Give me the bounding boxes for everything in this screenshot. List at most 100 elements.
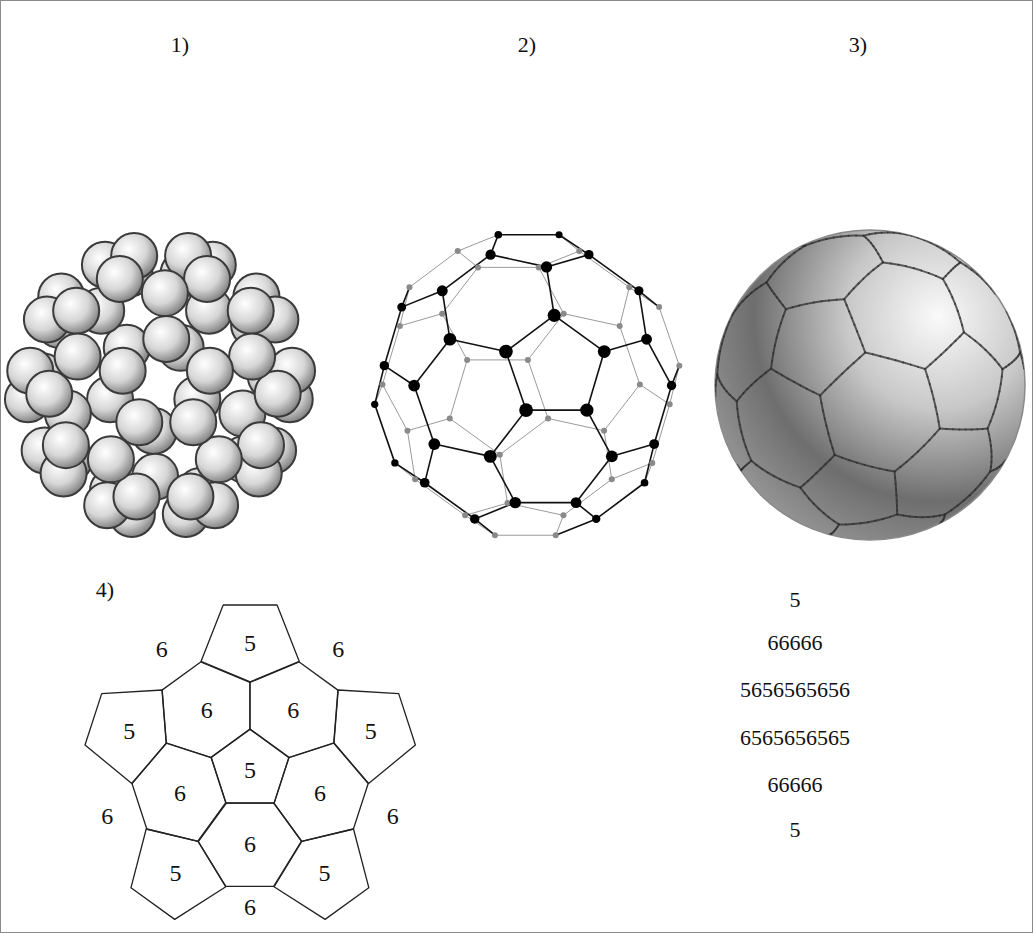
atom-sphere bbox=[26, 371, 72, 417]
sequence-row: 5 bbox=[790, 819, 801, 841]
seam bbox=[977, 274, 982, 279]
seam bbox=[1006, 311, 1009, 318]
atom bbox=[494, 231, 502, 239]
seam bbox=[1010, 318, 1013, 325]
seam bbox=[936, 355, 941, 360]
atom bbox=[397, 303, 406, 312]
seam bbox=[812, 241, 819, 243]
atom bbox=[464, 357, 470, 363]
seam bbox=[771, 271, 775, 276]
seam bbox=[958, 311, 960, 318]
atom bbox=[437, 285, 448, 296]
seam bbox=[1001, 369, 1004, 376]
seam bbox=[927, 376, 929, 383]
bond bbox=[528, 314, 564, 360]
bond bbox=[414, 386, 434, 445]
atom bbox=[470, 514, 479, 523]
face-edge bbox=[201, 605, 299, 682]
seam bbox=[1022, 363, 1025, 368]
bond bbox=[620, 287, 630, 326]
atom bbox=[455, 248, 461, 254]
seam bbox=[821, 299, 829, 302]
face-number: 6 bbox=[156, 637, 168, 661]
seam bbox=[937, 246, 943, 250]
face-number: 5 bbox=[319, 861, 331, 885]
seam bbox=[716, 375, 717, 380]
bond bbox=[498, 234, 559, 236]
hexagon-face: 6 bbox=[130, 741, 228, 843]
bond bbox=[547, 267, 555, 315]
seam bbox=[918, 367, 925, 369]
atom bbox=[634, 286, 643, 295]
seam bbox=[993, 407, 995, 414]
bond bbox=[458, 251, 478, 267]
seam bbox=[998, 392, 1000, 400]
hexagon-face: 6 bbox=[272, 741, 370, 843]
seam bbox=[955, 258, 960, 262]
seam bbox=[726, 322, 729, 329]
seam bbox=[860, 338, 863, 345]
atom bbox=[592, 515, 600, 523]
seam bbox=[924, 440, 930, 446]
atom bbox=[617, 323, 623, 329]
atom bbox=[676, 363, 682, 369]
atom-sphere bbox=[142, 270, 188, 316]
seam bbox=[825, 385, 830, 390]
seam bbox=[906, 457, 912, 462]
sequence-row: 5 bbox=[790, 589, 801, 611]
seam bbox=[807, 389, 814, 392]
seam bbox=[970, 490, 976, 496]
seam bbox=[749, 461, 751, 463]
seam bbox=[775, 266, 780, 271]
seam bbox=[756, 465, 761, 469]
bond bbox=[382, 384, 407, 430]
bond bbox=[478, 267, 539, 268]
seam bbox=[988, 421, 991, 428]
bond bbox=[639, 291, 647, 339]
seam bbox=[800, 385, 806, 388]
face-number: 6 bbox=[244, 895, 256, 919]
atom bbox=[499, 345, 513, 359]
atom bbox=[548, 309, 561, 322]
seam bbox=[918, 446, 924, 452]
bond bbox=[450, 360, 467, 419]
bond bbox=[384, 307, 401, 366]
bond bbox=[402, 291, 443, 307]
atom bbox=[397, 323, 403, 329]
seam bbox=[779, 261, 784, 266]
seam bbox=[819, 239, 826, 241]
atom-sphere bbox=[187, 348, 233, 394]
seam bbox=[911, 365, 918, 367]
seam bbox=[896, 360, 904, 362]
atom bbox=[380, 361, 389, 370]
atom bbox=[536, 264, 542, 270]
panel-number: 1) bbox=[171, 34, 189, 56]
bond bbox=[425, 444, 435, 483]
seam bbox=[819, 509, 824, 514]
face-edge bbox=[131, 829, 226, 919]
seam bbox=[834, 521, 839, 524]
atom bbox=[545, 415, 551, 421]
bond bbox=[654, 386, 671, 445]
seam bbox=[813, 392, 820, 395]
atom bbox=[606, 450, 618, 462]
face-number: 6 bbox=[314, 781, 326, 805]
seam bbox=[940, 522, 941, 523]
atom bbox=[561, 311, 567, 317]
atom bbox=[492, 532, 498, 538]
atom bbox=[556, 231, 563, 238]
seam bbox=[736, 401, 739, 409]
seam bbox=[981, 345, 986, 350]
bond bbox=[652, 404, 669, 463]
atom bbox=[525, 357, 531, 363]
seam bbox=[779, 323, 781, 330]
seam bbox=[921, 271, 928, 274]
face-number: 6 bbox=[287, 698, 299, 722]
bond bbox=[629, 287, 659, 307]
seam bbox=[820, 395, 821, 403]
seam bbox=[964, 495, 970, 500]
ball-and-stick-model bbox=[371, 231, 682, 538]
seam bbox=[857, 331, 860, 338]
seam bbox=[891, 263, 899, 264]
